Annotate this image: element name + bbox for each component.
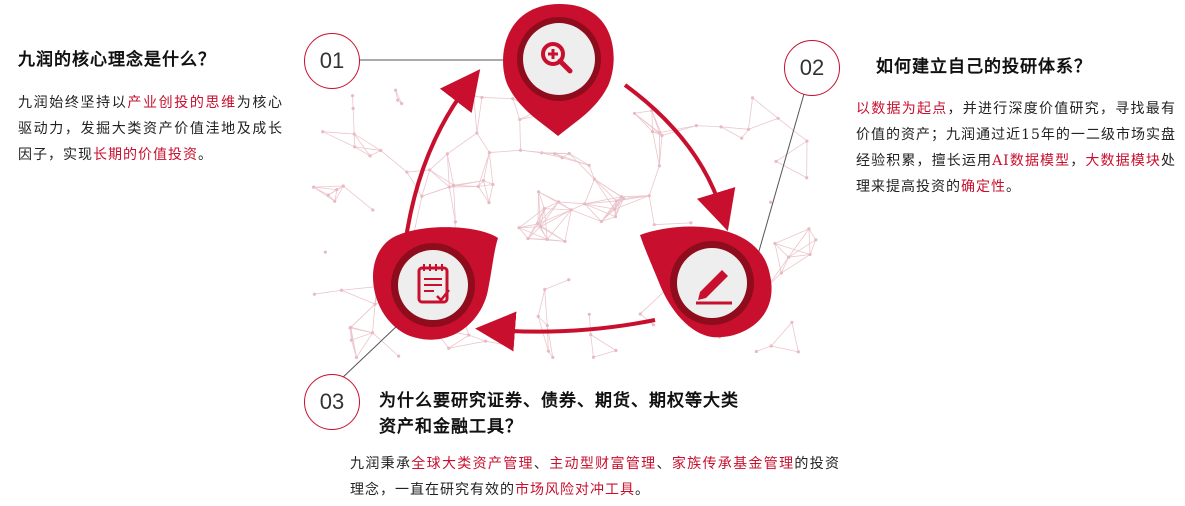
q3-body-segment: 、 (533, 456, 550, 472)
q1-body: 九润始终坚持以产业创投的思维为核心驱动力，发掘大类资产价值洼地及成长因子，实现长… (18, 90, 283, 168)
q1-title: 九润的核心理念是什么？ (18, 50, 216, 70)
q3-body-segment-highlight: 全球大类资产管理 (411, 456, 534, 472)
q2-body-segment: 。 (1006, 179, 1021, 195)
q2-body-segment-highlight: 确定性 (961, 179, 1006, 195)
q2-body-segment: ， (1070, 153, 1086, 169)
connector-line-02 (754, 79, 809, 266)
q2-body-segment-highlight: 以数据为起点 (856, 101, 948, 117)
q3-body: 九润秉承全球大类资产管理、主动型财富管理、家族传承基金管理的投资理念，一直在研究… (350, 451, 840, 503)
arrow-top-to-right (623, 83, 736, 232)
pin-left (372, 227, 498, 340)
arrow-left-to-top (403, 69, 481, 246)
q1-body-segment-highlight: 产业创投的思维 (127, 95, 237, 111)
q3-body-segment-highlight: 市场风险对冲工具 (515, 482, 635, 498)
q3-body-segment: 九润秉承 (350, 456, 412, 472)
q1-body-segment-highlight: 长期的价值投资 (93, 147, 198, 163)
pen-icon (696, 270, 732, 305)
q2-body-segment: ，并进行深度价值研究，寻找最有价值的资产；九润通过近15年的一二级市场实盘经验积… (856, 101, 1176, 169)
q3-title-line2: 资产和金融工具？ (379, 417, 523, 437)
q2-body: 以数据为起点，并进行深度价值研究，寻找最有价值的资产；九润通过近15年的一二级市… (856, 96, 1176, 200)
q3-body-segment: 的投资理念，一直在研究有效的 (350, 456, 841, 498)
q3-title-line1: 为什么要研究证券、债券、期货、期权等大类 (379, 391, 739, 411)
arrow-right-to-left (475, 311, 656, 352)
q2-body-segment-highlight: 大数据模块 (1085, 153, 1162, 169)
q2-body-segment-highlight: AI数据模型 (992, 153, 1071, 169)
q3-body-segment-highlight: 家族传承基金管理 (671, 456, 795, 472)
step-number-03: 03 (304, 374, 360, 430)
q2-title: 如何建立自己的投研体系？ (876, 57, 1092, 77)
search-plus-icon (541, 42, 573, 74)
checklist-icon (417, 264, 450, 304)
q1-body-segment: 。 (198, 147, 213, 163)
q2-body-segment: 处理来提高投资的 (856, 153, 1177, 195)
step-number-02: 02 (784, 40, 840, 96)
q3-body-segment: 。 (635, 482, 650, 498)
pin-top (503, 4, 614, 136)
connector-line-03 (339, 324, 399, 381)
q1-body-segment: 为核心驱动力，发掘大类资产价值洼地及成长因子，实现 (18, 95, 283, 163)
step-number-01: 01 (304, 33, 360, 89)
q1-body-segment: 九润始终坚持以 (18, 95, 128, 111)
q3-body-segment-highlight: 主动型财富管理 (549, 456, 657, 472)
q3-body-segment: 、 (656, 456, 672, 472)
pin-right (640, 226, 772, 338)
